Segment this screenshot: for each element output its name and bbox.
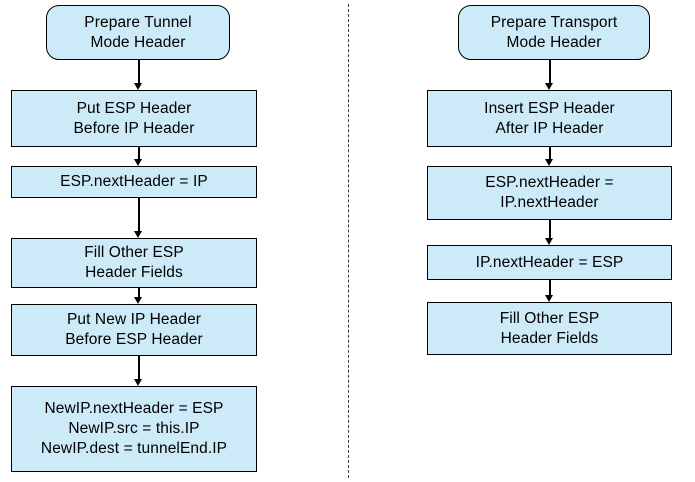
flow-node-tunnel-newip-fields[interactable]: NewIP.nextHeader = ESP NewIP.src = this.… <box>11 386 257 472</box>
flow-node-tunnel-fill-other[interactable]: Fill Other ESP Header Fields <box>11 238 257 288</box>
arrow-shaft <box>138 147 140 160</box>
arrowhead-icon <box>134 379 143 386</box>
arrowhead-icon <box>134 231 143 238</box>
arrowhead-icon <box>134 159 143 166</box>
arrowhead-icon <box>134 83 143 90</box>
arrow-shaft <box>549 220 551 239</box>
arrow-shaft <box>549 147 551 160</box>
arrowhead-icon <box>545 159 554 166</box>
flow-node-tunnel-put-new-ip[interactable]: Put New IP Header Before ESP Header <box>11 304 257 356</box>
arrowhead-icon <box>545 295 554 302</box>
flow-node-tunnel-esp-nextheader[interactable]: ESP.nextHeader = IP <box>11 166 257 198</box>
flow-node-tunnel-start[interactable]: Prepare Tunnel Mode Header <box>46 5 230 60</box>
arrowhead-icon <box>545 238 554 245</box>
arrow-shaft <box>138 60 140 84</box>
arrow-shaft <box>138 288 140 298</box>
arrowhead-icon <box>545 83 554 90</box>
flow-node-transport-insert-esp[interactable]: Insert ESP Header After IP Header <box>427 90 672 147</box>
arrowhead-icon <box>134 297 143 304</box>
flow-node-transport-start[interactable]: Prepare Transport Mode Header <box>458 5 650 60</box>
arrow-shaft <box>138 356 140 380</box>
arrow-shaft <box>549 60 551 84</box>
flow-node-transport-ip-nextheader[interactable]: IP.nextHeader = ESP <box>427 245 672 280</box>
arrow-shaft <box>549 280 551 296</box>
flow-node-tunnel-put-esp[interactable]: Put ESP Header Before IP Header <box>11 90 257 147</box>
arrow-shaft <box>138 198 140 232</box>
vertical-dashed-separator <box>348 4 349 478</box>
flow-node-transport-esp-nextheader[interactable]: ESP.nextHeader = IP.nextHeader <box>427 166 672 220</box>
flow-node-transport-fill-other[interactable]: Fill Other ESP Header Fields <box>427 302 672 355</box>
